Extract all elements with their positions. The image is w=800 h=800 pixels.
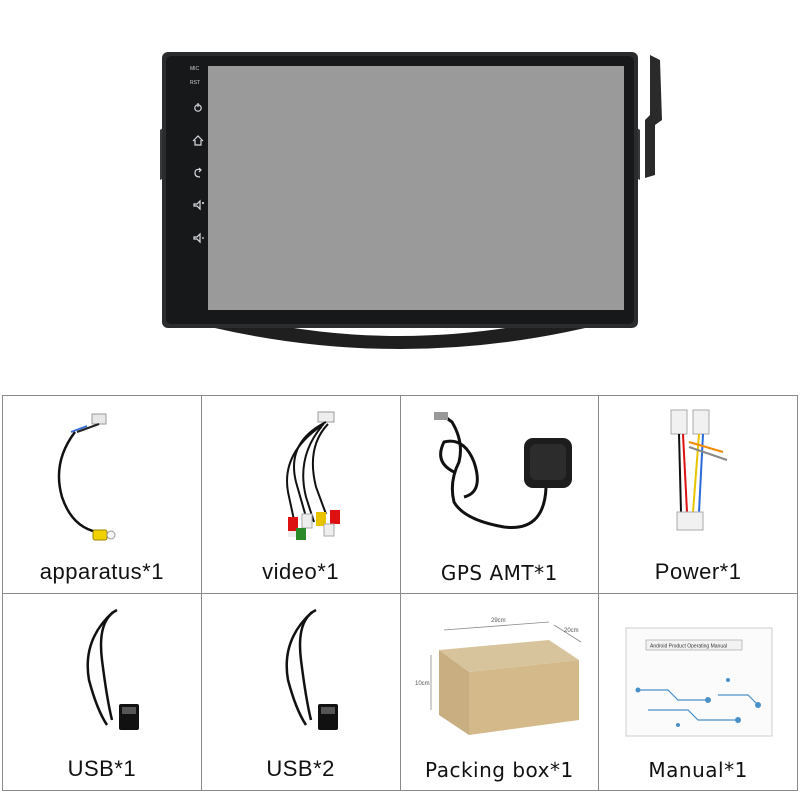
power-harness-icon xyxy=(670,409,728,531)
item-cell-apparatus: apparatus*1 xyxy=(2,395,202,594)
accessories-grid: apparatus*1 xyxy=(2,395,798,791)
item-cell-packing-box: 29cm 20cm 10cm Packing box*1 xyxy=(399,592,600,791)
reset-label: RST xyxy=(190,80,200,86)
item-label: GPS AMT*1 xyxy=(440,560,558,585)
item-cell-video: video*1 xyxy=(200,395,401,594)
box-dim-width: 20cm xyxy=(564,628,579,634)
item-label: Manual*1 xyxy=(648,758,748,782)
camera-cable-icon xyxy=(57,413,116,541)
usb-cable-icon xyxy=(86,608,139,730)
item-cell-usb-1: USB*1 xyxy=(2,592,202,791)
item-cell-manual: Android Product Operating Manual Manual*… xyxy=(598,592,798,791)
box-dim-length: 29cm xyxy=(491,618,506,624)
item-label: video*1 xyxy=(262,558,340,584)
manual-booklet-icon: Android Product Operating Manual xyxy=(625,627,773,736)
manual-title: Android Product Operating Manual xyxy=(650,643,727,649)
head-unit-image: MIC RST xyxy=(0,0,800,380)
item-label: Power*1 xyxy=(654,558,742,584)
packing-box-icon: 29cm 20cm 10cm xyxy=(415,618,582,735)
box-dim-height: 10cm xyxy=(415,681,430,687)
item-label: USB*2 xyxy=(266,756,335,781)
item-cell-gps: GPS AMT*1 xyxy=(399,395,600,594)
item-label: USB*1 xyxy=(67,756,137,781)
item-cell-usb-2: USB*2 xyxy=(200,592,401,791)
usb-cable-icon xyxy=(285,608,338,730)
item-label: Packing box*1 xyxy=(425,758,574,782)
item-cell-power: Power*1 xyxy=(598,395,798,594)
rca-video-cable-icon xyxy=(285,411,340,540)
gps-antenna-icon xyxy=(434,412,573,530)
item-label: apparatus*1 xyxy=(39,558,164,584)
mic-label: MIC xyxy=(190,66,200,72)
